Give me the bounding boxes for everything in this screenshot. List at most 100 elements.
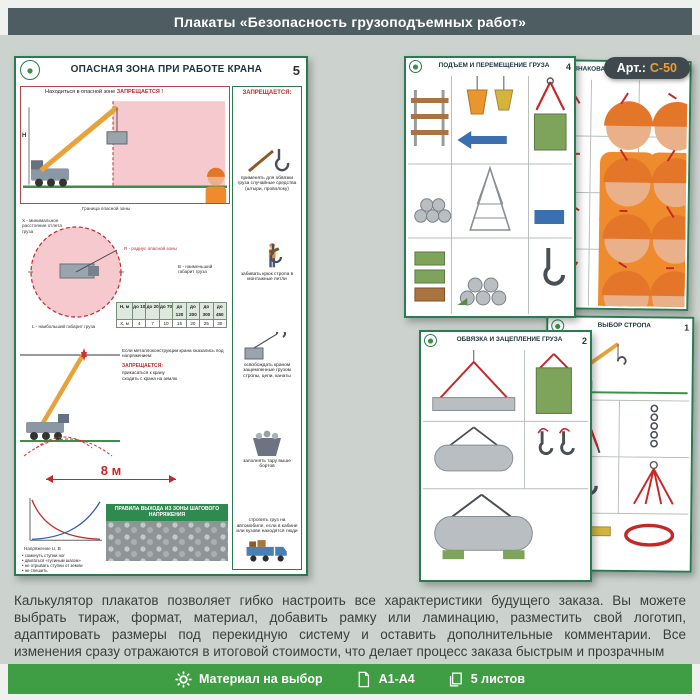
table-cell: X, м <box>117 319 133 329</box>
warning-word: ЗАПРЕЩАЕТСЯ ! <box>116 89 164 95</box>
offset-table: Н, м до 10 до 20 до 70 до 120 до 200 до … <box>116 302 227 329</box>
table-cell: до 120 <box>173 303 187 320</box>
table-cell: до 70 <box>159 303 174 320</box>
voltage-curves-chart <box>29 497 102 541</box>
voltage-item: сходить с крана на землю <box>122 375 178 381</box>
poster-sling-choice-number: 1 <box>684 322 690 333</box>
footer-item-format: А1-А4 <box>355 671 415 688</box>
gear-icon <box>175 670 192 688</box>
poster-main-body: Находиться в опасной зоне ЗАПРЕЩАЕТСЯ ! … <box>16 84 306 574</box>
poster-lifting-title: ПОДЪЕМ И ПЕРЕМЕЩЕНИЕ ГРУЗА <box>438 62 550 70</box>
footer-bar: Материал на выбор А1-А4 5 листов <box>8 664 692 694</box>
prohibited-item: освобождать краном защемленные грузом ст… <box>235 331 299 380</box>
truck-icon <box>246 540 287 562</box>
eco-logo-icon <box>424 334 437 347</box>
table-cell: до 300 <box>200 303 214 320</box>
rules-bullet: сомкнуть ступни ног <box>22 553 114 558</box>
rules-bullet: не спешить <box>22 568 114 573</box>
poster-lifting[interactable]: ПОДЪЕМ И ПЕРЕМЕЩЕНИЕ ГРУЗА 4 <box>404 56 576 318</box>
eco-logo-icon <box>20 60 40 80</box>
warning-prefix: Находиться в опасной зоне <box>45 89 116 95</box>
table-cell: до 10 <box>133 303 147 320</box>
table-cell: 30 <box>213 319 227 329</box>
article-badge: Арт.:С-50 <box>603 57 690 79</box>
poster-slinging[interactable]: ОБВЯЗКА И ЗАЦЕПЛЕНИЕ ГРУЗА 2 <box>419 330 592 582</box>
prohibited-caption: заполнять тару выше бортов <box>243 458 291 470</box>
page-title: Плакаты «Безопасность грузоподъемных раб… <box>173 13 527 30</box>
voltage-items: прикасаться к крану сходить с крана на з… <box>122 370 222 381</box>
radius-label: R - радиус опасной зоны <box>124 246 177 251</box>
lifting-grid-art <box>408 76 572 314</box>
poster-lifting-header: ПОДЪЕМ И ПЕРЕМЕЩЕНИЕ ГРУЗА 4 <box>406 58 574 75</box>
prohibited-title: ЗАПРЕЩАЕТСЯ: <box>242 90 292 96</box>
header-bar: Плакаты «Безопасность грузоподъемных раб… <box>8 8 692 35</box>
footer-item-material: Материал на выбор <box>175 670 323 688</box>
article-value: С-50 <box>649 61 677 75</box>
poster-main-header: ОПАСНАЯ ЗОНА ПРИ РАБОТЕ КРАНА 5 <box>16 58 306 82</box>
poster-main[interactable]: ОПАСНАЯ ЗОНА ПРИ РАБОТЕ КРАНА 5 Находить… <box>14 56 308 576</box>
voltage-axis-label: Напряжение U, В <box>24 546 61 551</box>
prohibited-item: заполнять тару выше бортов <box>235 428 299 470</box>
distance-arrow <box>46 475 176 483</box>
rules-bullet: не отрывать ступни от земли <box>22 563 114 568</box>
eco-logo-icon <box>409 60 422 73</box>
table-cell: до 450 <box>213 303 227 320</box>
distance-callout: 8 м <box>46 463 176 483</box>
rules-bullets: сомкнуть ступни ног двигаться «гусиным ш… <box>22 553 114 574</box>
table-cell: 4 <box>133 319 147 329</box>
footer-item-sheets: 5 листов <box>447 671 525 688</box>
prohibited-item: стропить груз на автомобиле, если в каби… <box>235 518 299 566</box>
zone-boundary-label: Граница опасной зоны <box>82 206 131 211</box>
prohibited-caption: стропить груз на автомобиле, если в каби… <box>236 518 298 535</box>
rules-bullet: двигаться «гусиным шагом» <box>22 558 114 563</box>
plan-view-scene: Граница опасной зоны R - радиус опасной … <box>20 206 228 346</box>
poster-lifting-number: 4 <box>565 61 571 72</box>
footer-sheets-label: 5 листов <box>470 672 525 686</box>
prohibitions-column: ЗАПРЕЩАЕТСЯ: применять для обвязки груза… <box>232 86 302 570</box>
improvised-sling-icon <box>248 148 290 172</box>
prohibited-item: применять для обвязки груза случайные ср… <box>235 145 299 193</box>
poster-slinging-number: 2 <box>581 335 587 346</box>
prohibited-caption: применять для обвязки груза случайные ср… <box>237 175 297 192</box>
article-label: Арт.: <box>616 61 646 75</box>
voltage-item: прикасаться к крану <box>122 370 165 375</box>
poster-lifting-illustration <box>408 76 572 314</box>
table-cell: 25 <box>200 319 214 329</box>
sheet-format-icon <box>358 671 369 687</box>
prohibited-caption: освобождать краном защемленные грузом ст… <box>243 362 291 379</box>
product-description: Калькулятор плакатов позволяет гибко нас… <box>14 593 686 660</box>
voltage-note: Если металлоконструкции крана оказались … <box>122 348 224 359</box>
poster-main-title: ОПАСНАЯ ЗОНА ПРИ РАБОТЕ КРАНА <box>70 63 263 75</box>
prohibited-item: забивать крюк стропа в монтажные петли <box>235 241 299 283</box>
prohibited-caption: забивать крюк стропа в монтажные петли <box>240 271 294 283</box>
poster-slinging-illustration <box>423 350 588 578</box>
label-l: L - наибольший габарит груза <box>32 324 96 329</box>
table-cell: 15 <box>173 319 187 329</box>
label-x: X - минимальное расстояние отлета груза <box>22 218 62 234</box>
label-b: В - наименьший габарит груза <box>178 264 213 275</box>
footer-material-label: Материал на выбор <box>198 672 323 686</box>
poster-slinging-header: ОБВЯЗКА И ЗАЦЕПЛЕНИЕ ГРУЗА 2 <box>421 332 590 349</box>
step-voltage-scene: Если металлоконструкции крана оказались … <box>20 348 228 574</box>
plan-view-art <box>28 226 124 318</box>
voltage-prohibited-label: ЗАПРЕЩАЕТСЯ: <box>122 363 163 369</box>
powerline-crane-art <box>20 348 120 457</box>
stuck-sling-icon <box>244 331 286 360</box>
rules-box: ПРАВИЛА ВЫХОДА ИЗ ЗОНЫ ШАГОВОГО НАПРЯЖЕН… <box>106 504 228 570</box>
table-cell: 7 <box>146 319 160 329</box>
gravel-image <box>106 520 228 561</box>
poster-slinging-title: ОБВЯЗКА И ЗАЦЕПЛЕНИЕ ГРУЗА <box>456 336 563 344</box>
slinging-art <box>423 350 588 560</box>
table-cell: до 200 <box>186 303 201 320</box>
danger-warning-caption: Находиться в опасной зоне ЗАПРЕЩАЕТСЯ ! <box>45 89 163 95</box>
table-cell: 20 <box>186 319 201 329</box>
height-letter-label: Н <box>22 133 27 139</box>
poster-main-number: 5 <box>292 62 300 78</box>
table-cell: до 20 <box>146 303 160 320</box>
crane-scene-art <box>23 101 227 203</box>
footer-format-label: А1-А4 <box>378 672 415 686</box>
distance-value: 8 м <box>100 463 122 478</box>
table-cell: 10 <box>159 319 174 329</box>
rules-title: ПРАВИЛА ВЫХОДА ИЗ ЗОНЫ ШАГОВОГО НАПРЯЖЕН… <box>106 504 228 521</box>
danger-zone-scene: Находиться в опасной зоне ЗАПРЕЩАЕТСЯ ! … <box>20 86 230 204</box>
